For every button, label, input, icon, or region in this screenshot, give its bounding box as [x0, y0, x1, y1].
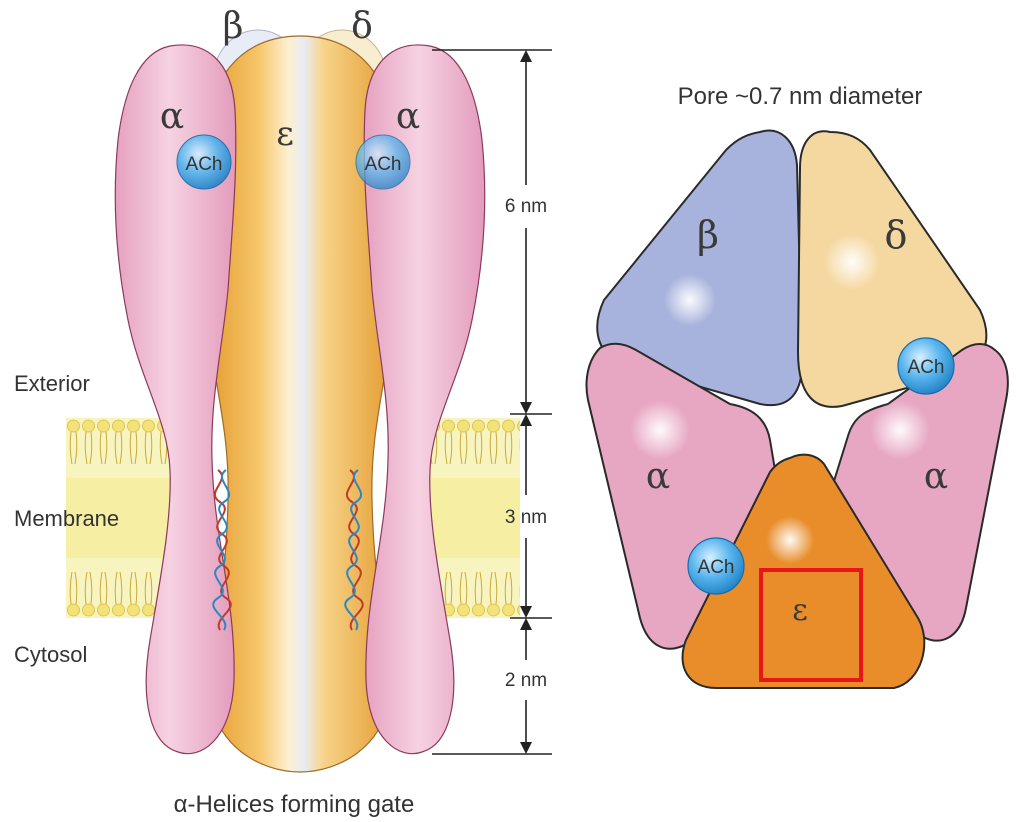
dimension-2nm: 2 nm: [505, 670, 547, 691]
label-ach-side-right: ACh: [365, 154, 402, 175]
label-ach-top-right: ACh: [908, 357, 945, 378]
label-membrane: Membrane: [14, 506, 119, 531]
label-delta-top: δ: [885, 213, 908, 257]
label-epsilon-top: ε: [792, 593, 808, 628]
label-delta-side: δ: [351, 6, 373, 47]
alpha-left-shine: [630, 400, 690, 460]
label-alpha-right-top: α: [924, 456, 948, 497]
label-alpha-left-side: α: [160, 96, 184, 137]
label-ach-top-left: ACh: [698, 557, 735, 578]
label-exterior: Exterior: [14, 371, 90, 396]
top-view: Pore ~0.7 nm diameter β δ α α ε ACh ACh: [587, 83, 1008, 688]
delta-shine: [824, 234, 880, 290]
epsilon-shine: [766, 516, 814, 564]
caption-gate: α-Helices forming gate: [174, 791, 415, 818]
label-ach-side-left: ACh: [186, 154, 223, 175]
pore-title: Pore ~0.7 nm diameter: [678, 83, 923, 110]
label-alpha-right-side: α: [396, 96, 420, 137]
dimension-3nm: 3 nm: [505, 507, 547, 528]
alpha-right-shine: [870, 400, 930, 460]
side-view: β δ α ε α ACh ACh Exterior Membrane Cyto…: [14, 6, 552, 818]
label-cytosol: Cytosol: [14, 642, 87, 667]
label-beta-side: β: [223, 6, 244, 47]
label-epsilon-side: ε: [276, 114, 294, 154]
label-beta-top: β: [697, 213, 719, 257]
dimension-6nm: 6 nm: [505, 196, 547, 217]
beta-shine: [664, 274, 716, 326]
label-alpha-left-top: α: [646, 456, 670, 497]
